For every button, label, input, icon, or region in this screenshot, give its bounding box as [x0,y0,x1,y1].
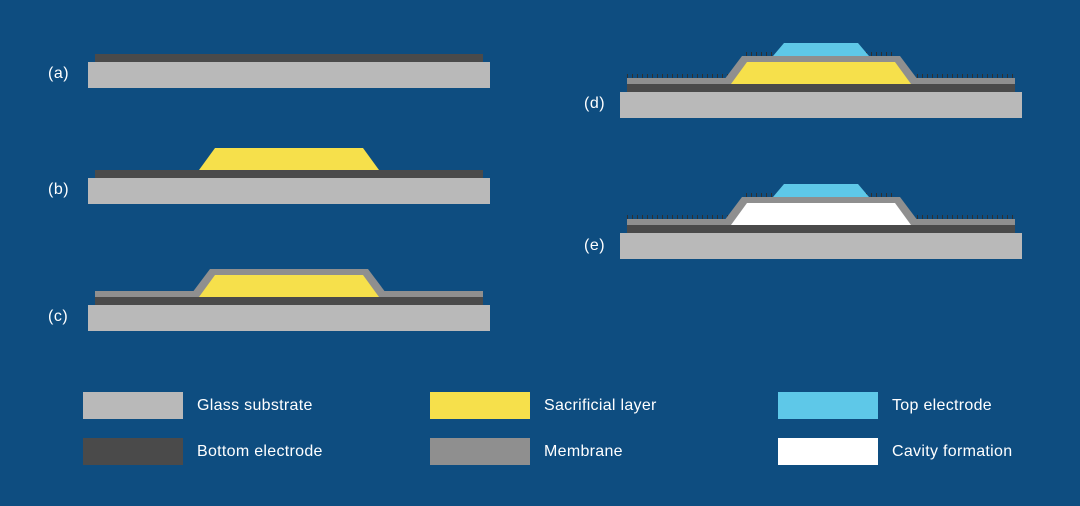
legend-swatch-membrane [430,438,530,465]
bottom-electrode-layer [627,84,1015,92]
legend-label-sacrificial-layer: Sacrificial layer [544,396,657,414]
legend-label-glass-substrate: Glass substrate [197,396,313,414]
glass-substrate-layer [620,92,1022,118]
diagram-step-b [88,148,490,204]
legend-swatch-sacrificial-layer [430,392,530,419]
diagram-step-c [88,269,490,331]
diagram-step-d [620,40,1022,118]
legend-item-bottom-electrode: Bottom electrode [83,438,323,465]
legend-swatch-top-electrode [778,392,878,419]
legend-item-cavity-formation: Cavity formation [778,438,1012,465]
legend-item-top-electrode: Top electrode [778,392,992,419]
bottom-electrode-layer [95,297,483,305]
top-electrode-layer [773,43,869,56]
legend-item-membrane: Membrane [430,438,623,465]
step-label-b: (b) [48,181,70,198]
step-label-c: (c) [48,308,69,325]
bottom-electrode-layer [95,54,483,62]
sacrificial-layer [199,275,379,297]
step-label-d: (d) [584,95,606,112]
step-label-a: (a) [48,65,70,82]
top-electrode-layer [773,184,869,197]
step-label-e: (e) [584,237,606,254]
bottom-electrode-layer [627,225,1015,233]
glass-substrate-layer [620,233,1022,259]
legend-swatch-bottom-electrode [83,438,183,465]
diagram-step-a [88,54,490,88]
legend-label-bottom-electrode: Bottom electrode [197,442,323,460]
sacrificial-layer [199,148,379,170]
legend-item-glass-substrate: Glass substrate [83,392,313,419]
legend-item-sacrificial-layer: Sacrificial layer [430,392,657,419]
glass-substrate-layer [88,178,490,204]
cavity-layer [731,203,911,225]
legend-label-membrane: Membrane [544,442,623,460]
legend-label-cavity-formation: Cavity formation [892,442,1013,460]
bottom-electrode-layer [95,170,483,178]
glass-substrate-layer [88,62,490,88]
glass-substrate-layer [88,305,490,331]
sacrificial-layer [731,62,911,84]
legend-label-top-electrode: Top electrode [892,396,992,414]
diagram-step-e [620,181,1022,259]
legend-swatch-glass-substrate [83,392,183,419]
legend-swatch-cavity-formation [778,438,878,465]
